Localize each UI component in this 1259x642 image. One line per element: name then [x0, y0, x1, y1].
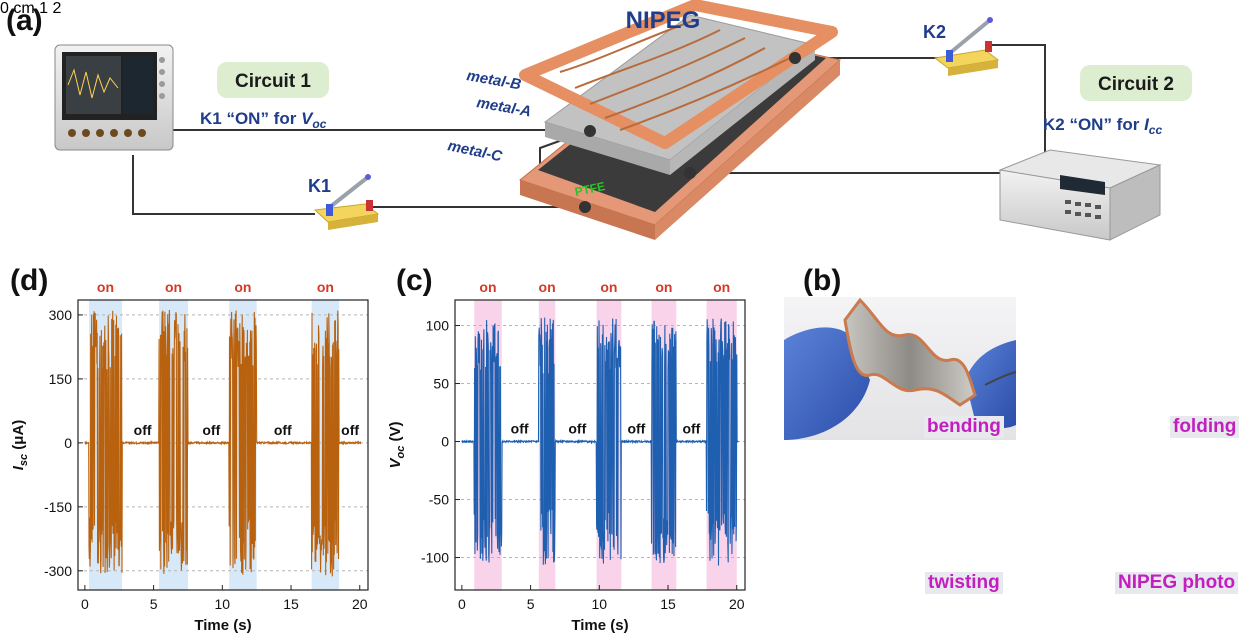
ruler-tick-1: 1 — [39, 0, 49, 17]
x-tick-label-1: 5 — [150, 596, 158, 612]
plot-frame — [77, 299, 369, 591]
x-tick-label-4: 20 — [352, 596, 368, 612]
metal-c-label: metal-C — [446, 137, 504, 165]
nipeg-device: PTFE — [518, 0, 842, 240]
plot-frame — [454, 299, 746, 591]
terminal-metal-a — [584, 125, 596, 137]
x-tick-label-3: 15 — [660, 596, 676, 612]
y-tick-label-2: 0 — [441, 434, 449, 450]
terminal-metal-c — [579, 201, 591, 213]
y-tick-label-3: 150 — [49, 371, 73, 387]
y-tick-label-1: -50 — [429, 492, 449, 508]
wire-k2-to-meter — [990, 44, 1046, 155]
y-tick-label-0: -100 — [421, 550, 449, 566]
metal-b-label: metal-B — [465, 67, 522, 93]
on-label-3: on — [655, 279, 672, 295]
nipeg-title: NIPEG — [626, 7, 701, 34]
on-label-2: on — [600, 279, 617, 295]
switch-k2: K2 — [923, 17, 1000, 76]
ruler-unit: cm — [13, 0, 35, 17]
ruler-tick-2: 2 — [52, 0, 62, 17]
on-label-0: on — [479, 279, 496, 295]
caption-nipeg-photo: NIPEG photo — [1115, 572, 1239, 594]
signal-trace — [84, 309, 362, 577]
chart-d-current: on on on on off off off off 0 5 10 15 20 -300 -150 0 150… — [10, 279, 369, 634]
ptfe-label: PTFE — [573, 179, 606, 199]
k2-on-note: K2 “ON” for Icc — [1043, 115, 1162, 137]
y-axis-title: Voc (V) — [387, 421, 407, 468]
switch-k2-label: K2 — [923, 22, 946, 42]
photo-nipeg: 0 cm 1 2 — [0, 0, 61, 17]
oscilloscope — [54, 44, 174, 151]
off-label-3: off — [682, 421, 700, 437]
panel-label-d: (d) — [10, 264, 48, 297]
on-label-2: on — [234, 279, 251, 295]
x-axis-title: Time (s) — [194, 617, 251, 634]
y-tick-label-0: -300 — [44, 563, 72, 579]
metal-a-label: metal-A — [475, 94, 532, 120]
caption-bending: bending — [924, 416, 1004, 438]
y-tick-label-3: 50 — [433, 376, 449, 392]
k1-on-note: K1 “ON” for Voc — [200, 109, 327, 131]
x-tick-label-0: 0 — [458, 596, 466, 612]
terminal-metal-b — [789, 52, 801, 64]
y-tick-label-2: 0 — [64, 435, 72, 451]
off-label-1: off — [568, 421, 586, 437]
on-label-1: on — [165, 279, 182, 295]
x-tick-label-2: 10 — [592, 596, 608, 612]
off-label-0: off — [134, 422, 152, 438]
caption-twisting: twisting — [925, 572, 1003, 594]
signal-trace — [461, 317, 739, 566]
on-label-0: on — [97, 279, 114, 295]
circuit-2-label: Circuit 2 — [1098, 74, 1174, 95]
on-label-3: on — [317, 279, 334, 295]
ruler: 0 cm 1 2 — [0, 0, 61, 17]
terminal-metal-a-right — [684, 167, 696, 179]
on-label-4: on — [713, 279, 730, 295]
y-tick-label-1: -150 — [44, 499, 72, 515]
wire-oscilloscope-to-k1 — [132, 155, 315, 215]
chart-c-voltage: on on on on on off off off off 0 5 10 15 20 -100 -50 0 50… — [387, 279, 746, 634]
panel-label-a: (a) — [6, 4, 43, 37]
x-tick-label-2: 10 — [215, 596, 231, 612]
y-axis-title: Isc (μA) — [10, 420, 30, 471]
x-axis-title: Time (s) — [571, 617, 628, 634]
x-tick-label-0: 0 — [81, 596, 89, 612]
off-label-2: off — [627, 421, 645, 437]
switch-k1-label: K1 — [308, 176, 331, 196]
on-label-1: on — [539, 279, 556, 295]
x-tick-label-4: 20 — [729, 596, 745, 612]
ruler-tick-0: 0 — [0, 0, 9, 17]
panel-label-b: (b) — [803, 264, 841, 297]
off-label-1: off — [202, 422, 220, 438]
panel-label-c: (c) — [396, 264, 433, 297]
y-tick-label-4: 100 — [426, 318, 450, 334]
off-label-0: off — [511, 421, 529, 437]
y-tick-label-4: 300 — [49, 307, 73, 323]
off-label-3: off — [341, 422, 359, 438]
x-tick-label-1: 5 — [527, 596, 535, 612]
panel-a-schematic: (a) Circuit 1 K1 “O — [6, 0, 1192, 241]
caption-folding: folding — [1170, 416, 1240, 438]
electrometer — [998, 149, 1162, 241]
switch-k1: K1 — [308, 174, 380, 230]
circuit-1-label: Circuit 1 — [235, 71, 311, 92]
circuit-1-box — [217, 62, 329, 98]
off-label-2: off — [274, 422, 292, 438]
circuit-2-box — [1080, 65, 1192, 101]
x-tick-label-3: 15 — [283, 596, 299, 612]
